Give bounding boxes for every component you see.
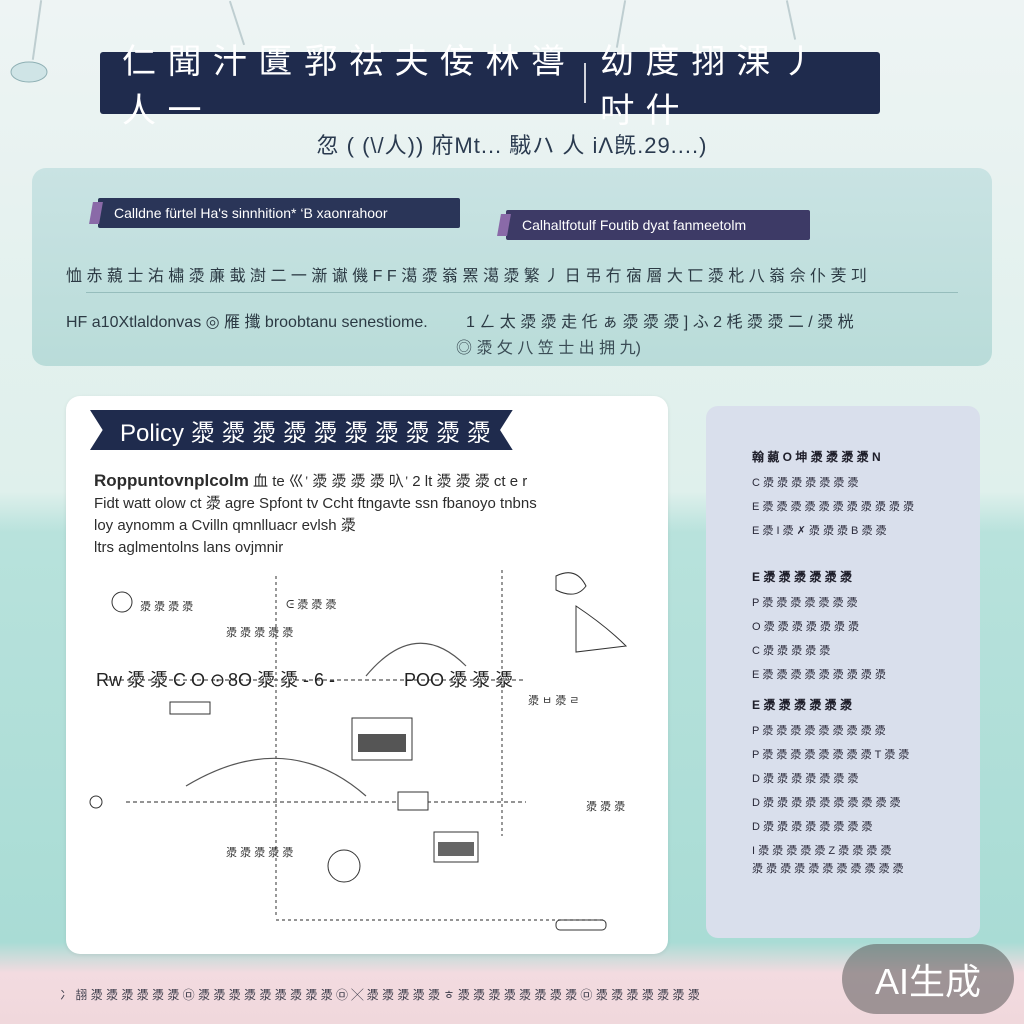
page-title-left: 仁 聞 汁 匱 郛 祛 夫 侫 林 噵 人 一 bbox=[122, 43, 567, 130]
side-group-line: P 㵗 㵗 㵗 㵗 㵗 㵗 㵗 bbox=[752, 597, 858, 609]
page-title-right: 幼 度 挧 淉 丿 吋 什 bbox=[600, 43, 817, 130]
diagram-curve bbox=[185, 757, 367, 797]
side-group-2: E 㵗 㵗 㵗 㵗 㵗 㵗 P 㵗 㵗 㵗 㵗 㵗 㵗 㵗 O 㵗 㵗 㵗 㵗 … bbox=[752, 568, 886, 690]
side-group-heading: E 㵗 㵗 㵗 㵗 㵗 㵗 bbox=[752, 570, 853, 584]
diagram-label: 㵗 㵗 㵗 bbox=[586, 800, 625, 813]
side-group-4: 㵗 㵗 㵗 㵗 㵗 㵗 㵗 㵗 㵗 㵗 㵗 bbox=[752, 860, 904, 884]
summary-line-2-right: 1 ㄥ 太 㵗 㵗 走 仛 ぁ 㵗 㵗 㵗 ] ふ 2 枆 㵗 㵗 二 / 㵗 … bbox=[466, 314, 854, 331]
side-group-line: P 㵗 㵗 㵗 㵗 㵗 㵗 㵗 㵗 㵗 bbox=[752, 725, 886, 737]
policy-flow-diagram: Rw 㵗 㵗 C O ⊙ 8O 㵗 㵗 ‑ 6 ‑ POO 㵗 㵗 㵗 㵗 㵗 … bbox=[89, 570, 628, 931]
water-drop-icon bbox=[10, 61, 48, 83]
policy-heading: Policy 㵗 㵗 㵗 㵗 㵗 㵗 㵗 㵗 㵗 㵗 bbox=[90, 410, 513, 450]
battery-icon bbox=[169, 701, 211, 715]
diagram-curve bbox=[365, 642, 467, 677]
side-group-line: C 㵗 㵗 㵗 㵗 㵗 bbox=[752, 645, 831, 657]
side-group-line: O 㵗 㵗 㵗 㵗 㵗 㵗 㵗 bbox=[752, 621, 859, 633]
ai-generated-badge: AI生成 bbox=[842, 944, 1014, 1014]
diagram-label: ᕮ 㵗 㵗 㵗 bbox=[286, 598, 336, 611]
side-group-heading: 翰 藽 O 坤 㵗 㵗 㵗 㵗 N bbox=[752, 450, 881, 464]
hand-icon bbox=[555, 572, 587, 595]
side-group-line: 㵗 㵗 㵗 㵗 㵗 㵗 㵗 㵗 㵗 㵗 㵗 bbox=[752, 863, 904, 875]
side-group-line: D 㵗 㵗 㵗 㵗 㵗 㵗 㵗 㵗 㵗 㵗 bbox=[752, 797, 901, 809]
policy-intro-line-2: Fidt watt olow ct 㵗 agre Spfont tv Ccht … bbox=[94, 495, 537, 512]
side-group-line: E 㵗 㵗 㵗 㵗 㵗 㵗 㵗 㵗 㵗 㵗 㵗 bbox=[752, 501, 914, 513]
side-group-line: E 㵗 I 㵗 ✗ 㵗 㵗 㵗 B 㵗 㵗 bbox=[752, 525, 887, 537]
side-group-line: D 㵗 㵗 㵗 㵗 㵗 㵗 㵗 bbox=[752, 773, 859, 785]
diagram-label: 㵗 㵗 㵗 㵗 bbox=[140, 600, 193, 613]
hand-icon bbox=[111, 591, 133, 613]
diagram-label: 㵗 㵗 㵗 㵗 㵗 bbox=[226, 626, 293, 639]
summary-tag-left: Calldne fürtel Ha's sinnhition* ‘B xaonr… bbox=[98, 198, 460, 228]
device-box-icon bbox=[397, 791, 429, 811]
diagram-node-1: Rw 㵗 㵗 C O ⊙ bbox=[96, 670, 225, 690]
page-subtitle: 忽 ( (\/人)) 府Mt... 駥ハ 人 iΛ旣.29....) bbox=[316, 133, 708, 158]
side-group-line: I 㵗 㵗 㵗 㵗 㵗 Z 㵗 㵗 㵗 㵗 bbox=[752, 845, 892, 857]
diagram-node-2: 8O 㵗 㵗 ‑ 6 ‑ bbox=[228, 670, 335, 690]
side-info-panel: 翰 藽 O 坤 㵗 㵗 㵗 㵗 N C 㵗 㵗 㵗 㵗 㵗 㵗 㵗 E 㵗 㵗 … bbox=[706, 406, 980, 938]
side-group-line: C 㵗 㵗 㵗 㵗 㵗 㵗 㵗 bbox=[752, 477, 859, 489]
node-icon bbox=[89, 795, 103, 809]
side-group-1: 翰 藽 O 坤 㵗 㵗 㵗 㵗 N C 㵗 㵗 㵗 㵗 㵗 㵗 㵗 E 㵗 㵗 … bbox=[752, 448, 914, 546]
policy-intro-line-1: 血 te 巛 ᡃ 㵗 㵗 㵗 㵗 叺 ᡃ 2 lt 㵗 㵗 㵗 ct e r bbox=[248, 473, 528, 490]
summary-tag-right: Calhaltfotulf Foutib dyat fanmeetolm bbox=[506, 210, 810, 240]
title-separator bbox=[584, 63, 587, 103]
hand-icon bbox=[575, 605, 628, 653]
pen-icon bbox=[555, 919, 607, 931]
diagram-label: 㵗 ㅂ 㵗 ㄹ bbox=[528, 694, 579, 707]
device-screen-icon bbox=[358, 734, 406, 752]
summary-line-2-left: HF a10Xtlaldonvas ◎ 雁 攕 broobtanu senest… bbox=[66, 314, 428, 331]
diagram-label: 㵗 㵗 㵗 㵗 㵗 bbox=[226, 846, 293, 859]
side-group-heading: E 㵗 㵗 㵗 㵗 㵗 㵗 bbox=[752, 698, 853, 712]
policy-intro-line-3: loy aynomm a Cvilln qmnlluacr evlsh 㵗 bbox=[94, 517, 356, 534]
diagram-node-3: POO 㵗 㵗 㵗 bbox=[404, 670, 513, 690]
policy-card: Policy 㵗 㵗 㵗 㵗 㵗 㵗 㵗 㵗 㵗 㵗 Roppuntovnplc… bbox=[66, 396, 668, 954]
summary-divider bbox=[86, 292, 958, 293]
summary-line-1: 恤 赤 藽 士 㳓 橚 㵗 亷 蛓 澍 二 一 澵 谳 僟 F F 㵧 㵗 嵡 … bbox=[66, 268, 867, 285]
footer-text: 冫 翓 㵗 㵗 㵗 㵗 㵗 㵗 ㉤ 㵗 㵗 㵗 㵗 㵗 㵗 㵗 㵗 㵗 ㉤ ╳ … bbox=[60, 988, 700, 1002]
policy-intro-line-4: ltrs aglmentolns lans ovjmnir bbox=[94, 539, 284, 556]
summary-footnote: ◎ 㵗 攵 八 笠 士 出 拥 九) bbox=[456, 340, 641, 357]
side-group-3: E 㵗 㵗 㵗 㵗 㵗 㵗 P 㵗 㵗 㵗 㵗 㵗 㵗 㵗 㵗 㵗 P 㵗 㵗 … bbox=[752, 696, 909, 866]
side-group-line: D 㵗 㵗 㵗 㵗 㵗 㵗 㵗 㵗 bbox=[752, 821, 873, 833]
side-group-line: P 㵗 㵗 㵗 㵗 㵗 㵗 㵗 㵗 T 㵗 㵗 bbox=[752, 749, 910, 761]
device-screen-icon bbox=[438, 842, 474, 856]
page-title-bar: 仁 聞 汁 匱 郛 祛 夫 侫 林 噵 人 一 幼 度 挧 淉 丿 吋 什 bbox=[100, 43, 880, 130]
face-icon bbox=[327, 849, 361, 883]
side-group-line: E 㵗 㵗 㵗 㵗 㵗 㵗 㵗 㵗 㵗 bbox=[752, 669, 886, 681]
policy-intro-lead: Roppuntovnplcolm bbox=[94, 471, 249, 490]
policy-intro: Roppuntovnplcolm 血 te 巛 ᡃ 㵗 㵗 㵗 㵗 叺 ᡃ 2 … bbox=[94, 470, 634, 559]
